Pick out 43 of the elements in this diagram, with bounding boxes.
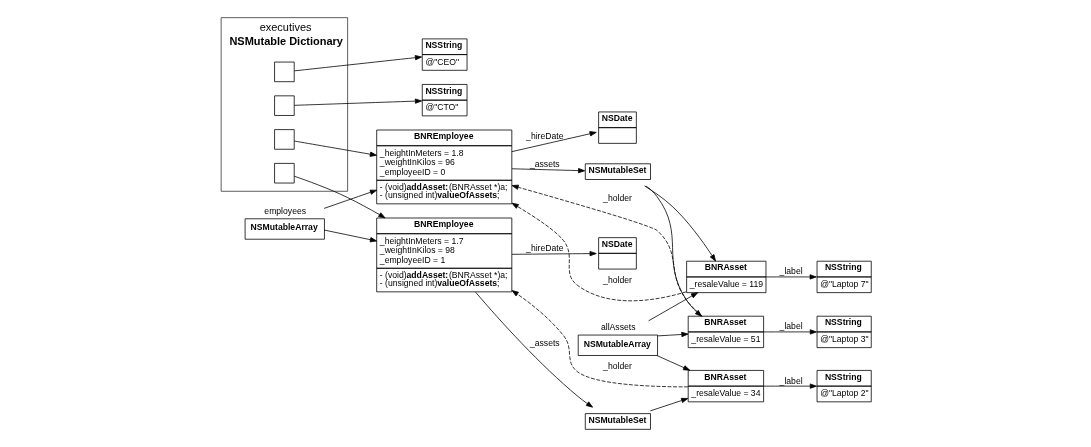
arrow — [762, 329, 817, 335]
node-box: NSMutableArray — [244, 218, 325, 240]
arrow — [323, 189, 377, 209]
node-label: employees — [263, 205, 306, 216]
cluster: executives NSMutable Dictionary — [220, 17, 348, 192]
arrow — [645, 185, 702, 317]
arrow — [293, 140, 377, 157]
node-box: NSMutableArray — [577, 334, 658, 356]
arrow — [764, 274, 817, 280]
arrow — [293, 55, 422, 72]
arrow — [511, 168, 585, 174]
arrow — [643, 185, 716, 262]
edge-label: _hireDate — [525, 130, 564, 141]
arrow — [511, 202, 687, 302]
arrow — [762, 383, 817, 389]
arrow — [293, 175, 385, 219]
edge-label: _label — [779, 375, 803, 386]
arrow — [511, 131, 597, 153]
edge-label: _hireDate — [525, 242, 564, 253]
node-box — [273, 95, 295, 116]
node-box: NSMutableSet — [584, 163, 651, 180]
node-box — [273, 61, 295, 83]
node-box: NSMutableSet — [584, 413, 651, 430]
node-box — [273, 163, 295, 184]
edge-label: _assets — [529, 158, 560, 169]
arrow — [655, 355, 690, 371]
node-box — [273, 129, 295, 150]
edge-label: _holder — [602, 361, 632, 372]
edge-label: _label — [779, 321, 803, 332]
arrow — [511, 184, 703, 317]
arrow — [511, 290, 688, 388]
edge-label: _holder — [602, 193, 632, 204]
edge-label: _holder — [602, 275, 632, 286]
arrow — [656, 331, 688, 338]
arrow — [474, 291, 593, 408]
arrow — [649, 397, 688, 412]
edge-label: _assets — [529, 337, 560, 348]
node-label: allAssets — [600, 322, 636, 333]
edge-label: _label — [779, 266, 803, 277]
arrow — [323, 229, 377, 243]
arrow — [293, 98, 422, 106]
arrow — [647, 292, 698, 322]
arrow — [511, 251, 597, 257]
